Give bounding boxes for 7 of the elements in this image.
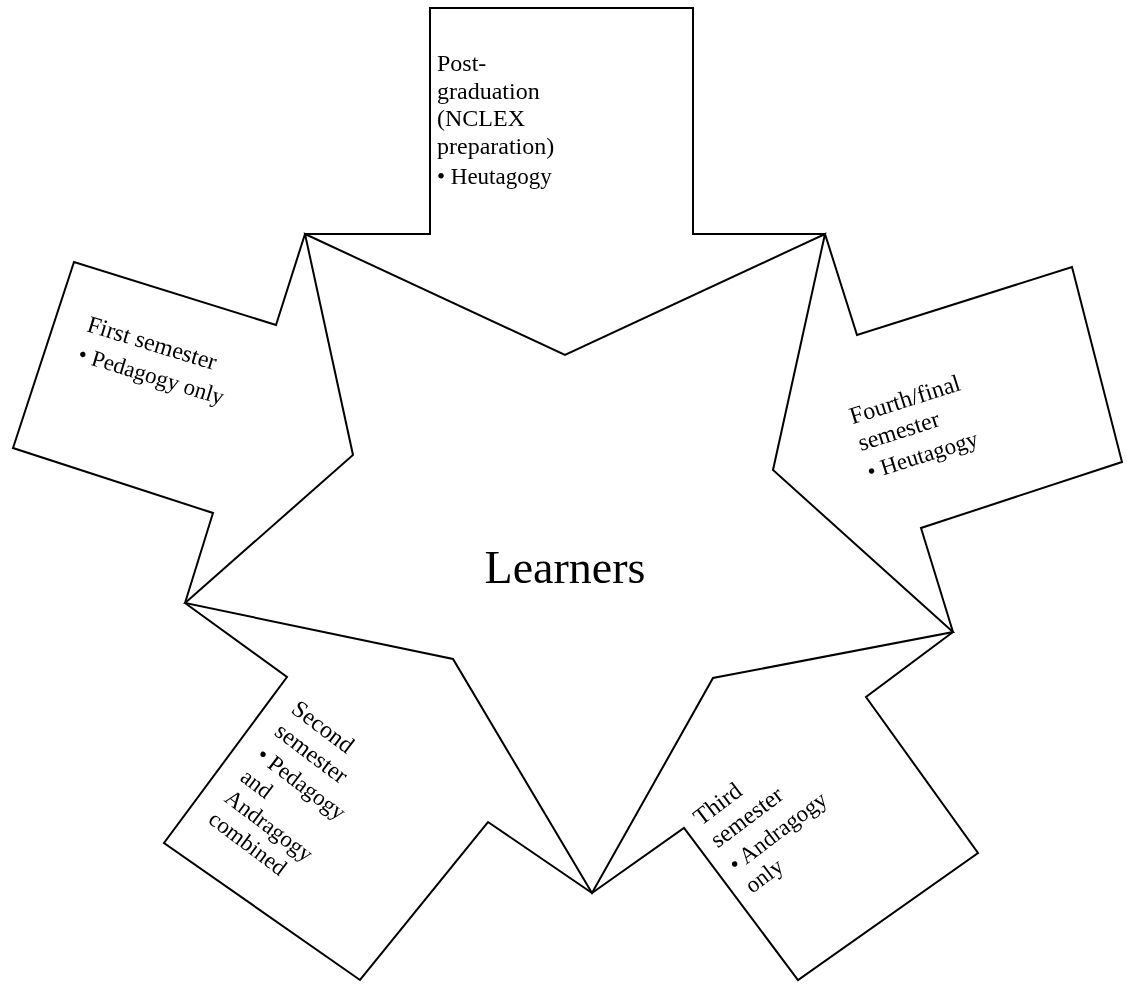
notched-box: [162, 601, 594, 982]
notched-box: [590, 630, 980, 982]
notched-box: [303, 6, 827, 236]
box-heading: Post-graduation (NCLEX preparation): [437, 49, 556, 160]
notched-box: [823, 232, 1124, 634]
center-label: Learners: [483, 541, 647, 596]
bullet-item: • Heutagogy: [437, 163, 553, 191]
